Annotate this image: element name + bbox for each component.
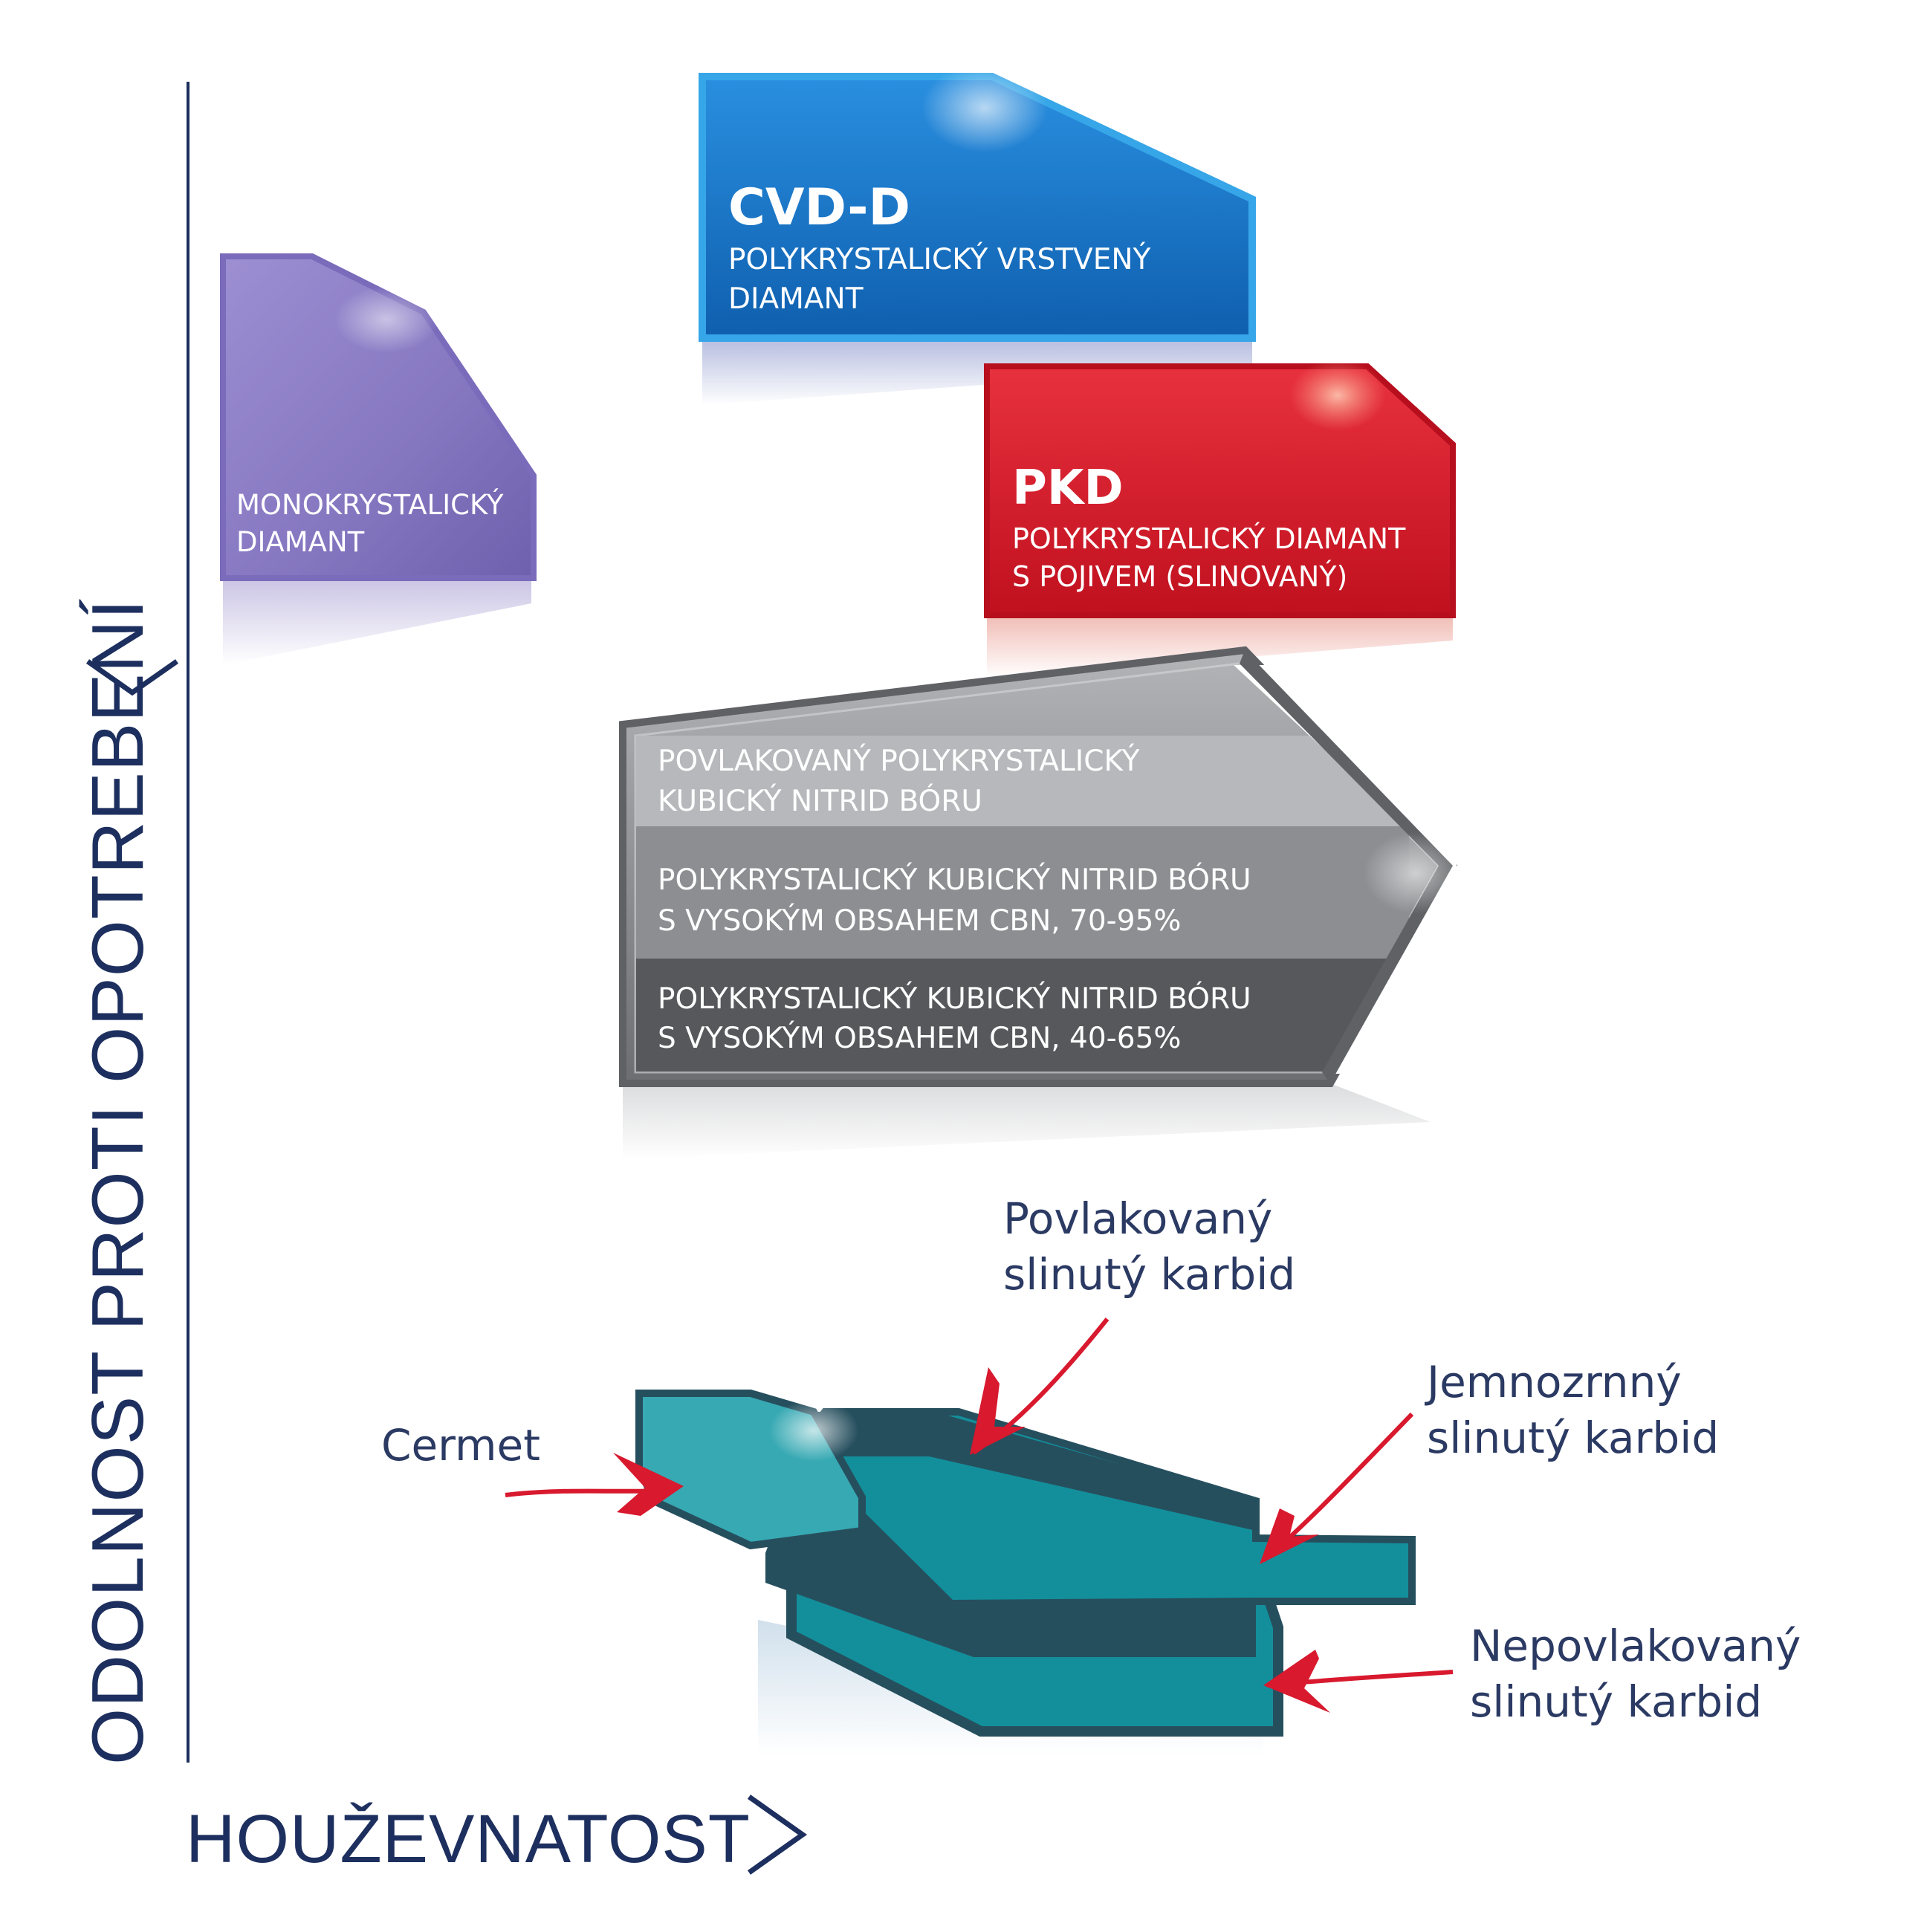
- cbn-row-2-line2: S VYSOKÝM OBSAHEM CBN, 70-95%: [658, 903, 1181, 938]
- coated-carbide-label-line2: slinutý karbid: [1003, 1249, 1295, 1300]
- pkd-line1: POLYKRYSTALICKÝ DIAMANT: [1012, 522, 1406, 555]
- x-axis-label: HOUŽEVNATOST: [186, 1801, 751, 1877]
- cbn-row-3-line2: S VYSOKÝM OBSAHEM CBN, 40-65%: [658, 1020, 1181, 1055]
- cbn-row-3-line1: POLYKRYSTALICKÝ KUBICKÝ NITRID BÓRU: [658, 981, 1251, 1016]
- cvd-line2: DIAMANT: [728, 282, 864, 316]
- coated-carbide-label-line1: Povlakovaný: [1003, 1193, 1272, 1244]
- cvd-title: CVD-D: [728, 178, 910, 237]
- cbn-row-2-bg: [636, 826, 1409, 959]
- uncoated-carbide-label-line2: slinutý karbid: [1470, 1676, 1762, 1727]
- uncoated-carbide-label-line1: Nepovlakovaný: [1470, 1621, 1801, 1671]
- coated-carbide-top: [803, 1408, 1256, 1531]
- cbn-row-1-line1: POVLAKOVANÝ POLYKRYSTALICKÝ: [658, 743, 1140, 778]
- cermet-label: Cermet: [381, 1420, 540, 1471]
- pkd-box: PKD POLYKRYSTALICKÝ DIAMANT S POJIVEM (S…: [984, 360, 1456, 678]
- cbn-row-3-bg: [636, 959, 1409, 1072]
- carbide-stack: [635, 1390, 1416, 1755]
- coated-arrowhead-icon: [970, 1367, 1026, 1455]
- mono-line1: MONOKRYSTALICKÝ: [236, 488, 504, 521]
- cbn-box: POVLAKOVANÝ POLYKRYSTALICKÝ KUBICKÝ NITR…: [619, 646, 1468, 1159]
- cvd-d-box: CVD-D POLYKRYSTALICKÝ VRSTVENÝ DIAMANT: [699, 63, 1256, 405]
- cermet-arrowhead-icon: [613, 1453, 684, 1516]
- callout-arrows: [505, 1317, 1454, 1713]
- uncoated-arrowhead-icon: [1263, 1650, 1330, 1713]
- mono-line2: DIAMANT: [236, 526, 365, 558]
- fine-grain-arrowhead-icon: [1260, 1508, 1319, 1564]
- y-axis-arrow-icon: [85, 659, 179, 696]
- cvd-line1: POLYKRYSTALICKÝ VRSTVENÝ: [728, 242, 1151, 276]
- cbn-row-1-bg: [636, 736, 1409, 826]
- mono-diamond-box: MONOKRYSTALICKÝ DIAMANT: [220, 253, 537, 665]
- y-axis-label: ODOLNOST PROTI OPOTREBENÍ: [77, 598, 158, 1765]
- x-axis-arrow-icon: [747, 1795, 808, 1875]
- pkd-line2: S POJIVEM (SLINOVANÝ): [1012, 560, 1347, 593]
- fine-grain-carbide-label-line2: slinutý karbid: [1427, 1413, 1719, 1463]
- fine-grain-carbide-label-line1: Jemnozrnný: [1425, 1357, 1682, 1407]
- cbn-row-1-line2: KUBICKÝ NITRID BÓRU: [658, 783, 982, 818]
- pkd-title: PKD: [1012, 461, 1124, 516]
- cbn-row-2-line1: POLYKRYSTALICKÝ KUBICKÝ NITRID BÓRU: [658, 862, 1251, 897]
